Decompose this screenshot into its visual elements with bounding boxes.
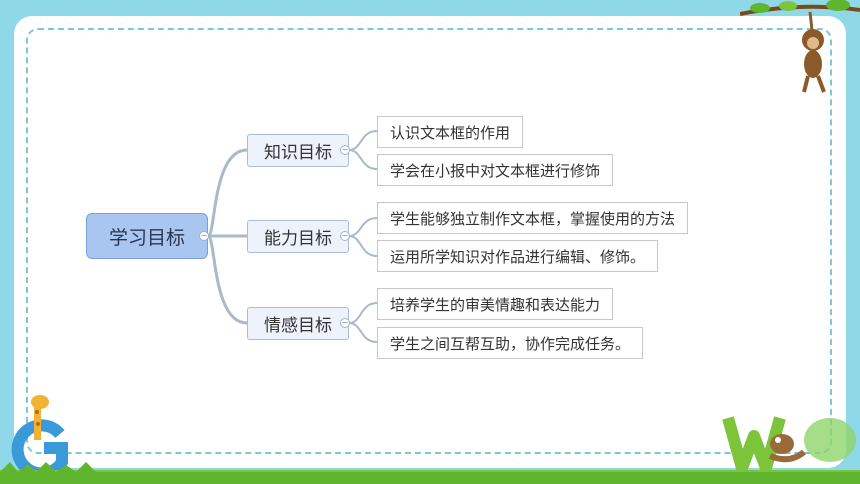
branch-emotion[interactable]: 情感目标 — [247, 307, 349, 340]
mindmap-root[interactable]: 学习目标 — [86, 213, 208, 259]
collapse-toggle-icon[interactable]: − — [199, 231, 209, 241]
connector-knowledge-2 — [348, 149, 378, 170]
branch-label: 能力目标 — [264, 229, 332, 249]
leaf-label: 运用所学知识对作品进行编辑、修饰。 — [390, 247, 646, 266]
connector-knowledge-1 — [348, 130, 378, 151]
leaf-knowledge-1[interactable]: 认识文本框的作用 — [377, 116, 524, 148]
giraffe-letter-g-icon — [11, 395, 68, 476]
leaf-label: 认识文本框的作用 — [390, 123, 511, 142]
branch-knowledge[interactable]: 知识目标 — [247, 134, 349, 167]
branch-label: 情感目标 — [264, 316, 332, 336]
leaf-ability-1[interactable]: 学生能够独立制作文本框，掌握使用的方法 — [377, 202, 689, 234]
collapse-toggle-icon[interactable]: − — [340, 318, 350, 328]
collapse-toggle-icon[interactable]: − — [340, 231, 350, 241]
connector-emotion-2 — [348, 322, 378, 343]
leaf-label: 学生之间互帮互助，协作完成任务。 — [390, 334, 631, 353]
grass-strip — [0, 462, 860, 484]
leaf-ability-2[interactable]: 运用所学知识对作品进行编辑、修饰。 — [377, 240, 659, 272]
dashed-border — [26, 28, 832, 454]
leaf-knowledge-2[interactable]: 学会在小报中对文本框进行修饰 — [377, 154, 614, 186]
monkey-on-branch-icon — [740, 0, 860, 93]
collapse-toggle-icon[interactable]: − — [340, 145, 350, 155]
connector-emotion-1 — [348, 302, 378, 324]
leaf-emotion-2[interactable]: 学生之间互帮互助，协作完成任务。 — [377, 327, 644, 359]
leaf-emotion-1[interactable]: 培养学生的审美情趣和表达能力 — [377, 288, 614, 320]
connector-ability-1 — [348, 217, 378, 237]
connector-root-emotion — [206, 234, 248, 325]
connector-root-knowledge — [206, 148, 248, 238]
leaf-label: 培养学生的审美情趣和表达能力 — [390, 295, 601, 314]
branch-ability[interactable]: 能力目标 — [247, 220, 349, 253]
branch-label: 知识目标 — [264, 143, 332, 163]
root-label: 学习目标 — [108, 226, 185, 249]
leaf-label: 学生能够独立制作文本框，掌握使用的方法 — [390, 209, 676, 228]
leaf-label: 学会在小报中对文本框进行修饰 — [390, 161, 601, 180]
connector-ability-2 — [348, 235, 378, 257]
snail-letter-w-icon — [722, 416, 856, 474]
